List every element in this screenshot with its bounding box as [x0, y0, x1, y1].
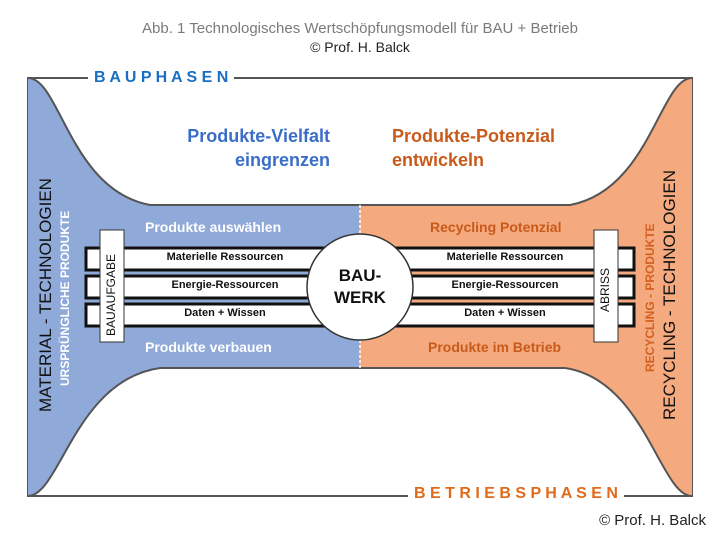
footer-copyright: © Prof. H. Balck: [599, 512, 706, 529]
bauaufgabe-label: BAUAUFGABE: [104, 253, 118, 336]
abriss-label: ABRISS: [598, 267, 612, 312]
left-heading-1: Produkte-Vielfalt: [187, 126, 330, 146]
produkte-auswaehlen: Produkte auswählen: [145, 219, 282, 235]
channel-left-2: Energie-Ressourcen: [171, 279, 279, 291]
betriebsphasen-label: B E T R I E B S P H A S E N: [408, 485, 624, 503]
right-heading-2: entwickeln: [392, 150, 485, 170]
channel-right-3: Daten + Wissen: [464, 307, 546, 319]
figure-copyright: © Prof. H. Balck: [310, 39, 410, 55]
bauwerk-line-2: WERK: [334, 288, 386, 307]
channel-right-2: Energie-Ressourcen: [451, 279, 559, 291]
material-technologien: MATERIAL - TECHNOLOGIEN: [36, 178, 55, 412]
left-heading-2: eingrenzen: [234, 150, 330, 170]
figure-title: Abb. 1 Technologisches Wertschöpfungsmod…: [142, 20, 578, 37]
recycling-technologien: RECYCLING - TECHNOLOGIEN: [660, 169, 679, 420]
abriss-box: [593, 229, 619, 343]
bauaufgabe-box: [99, 229, 125, 343]
urspruengliche-produkte: URSPRÜNGLICHE PRODUKTE: [58, 210, 72, 386]
bauwerk-circle: [306, 233, 414, 341]
produkte-im-betrieb: Produkte im Betrieb: [428, 339, 562, 355]
channel-left-3: Daten + Wissen: [184, 307, 266, 319]
produkte-verbauen: Produkte verbauen: [145, 339, 272, 355]
top-lobe: [27, 77, 693, 206]
recycling-produkte: RECYCLING - PRODUKTE: [643, 223, 657, 372]
channel-right-1: Materielle Ressourcen: [446, 251, 564, 263]
bottom-lobe: [27, 367, 693, 497]
channel-left-1: Materielle Ressourcen: [166, 251, 284, 263]
right-heading-1: Produkte-Potenzial: [392, 126, 556, 146]
bauwerk-line-1: BAU-: [338, 266, 382, 285]
recycling-potenzial: Recycling Potenzial: [430, 219, 562, 235]
bauphasen-label: B A U P H A S E N: [88, 69, 235, 87]
